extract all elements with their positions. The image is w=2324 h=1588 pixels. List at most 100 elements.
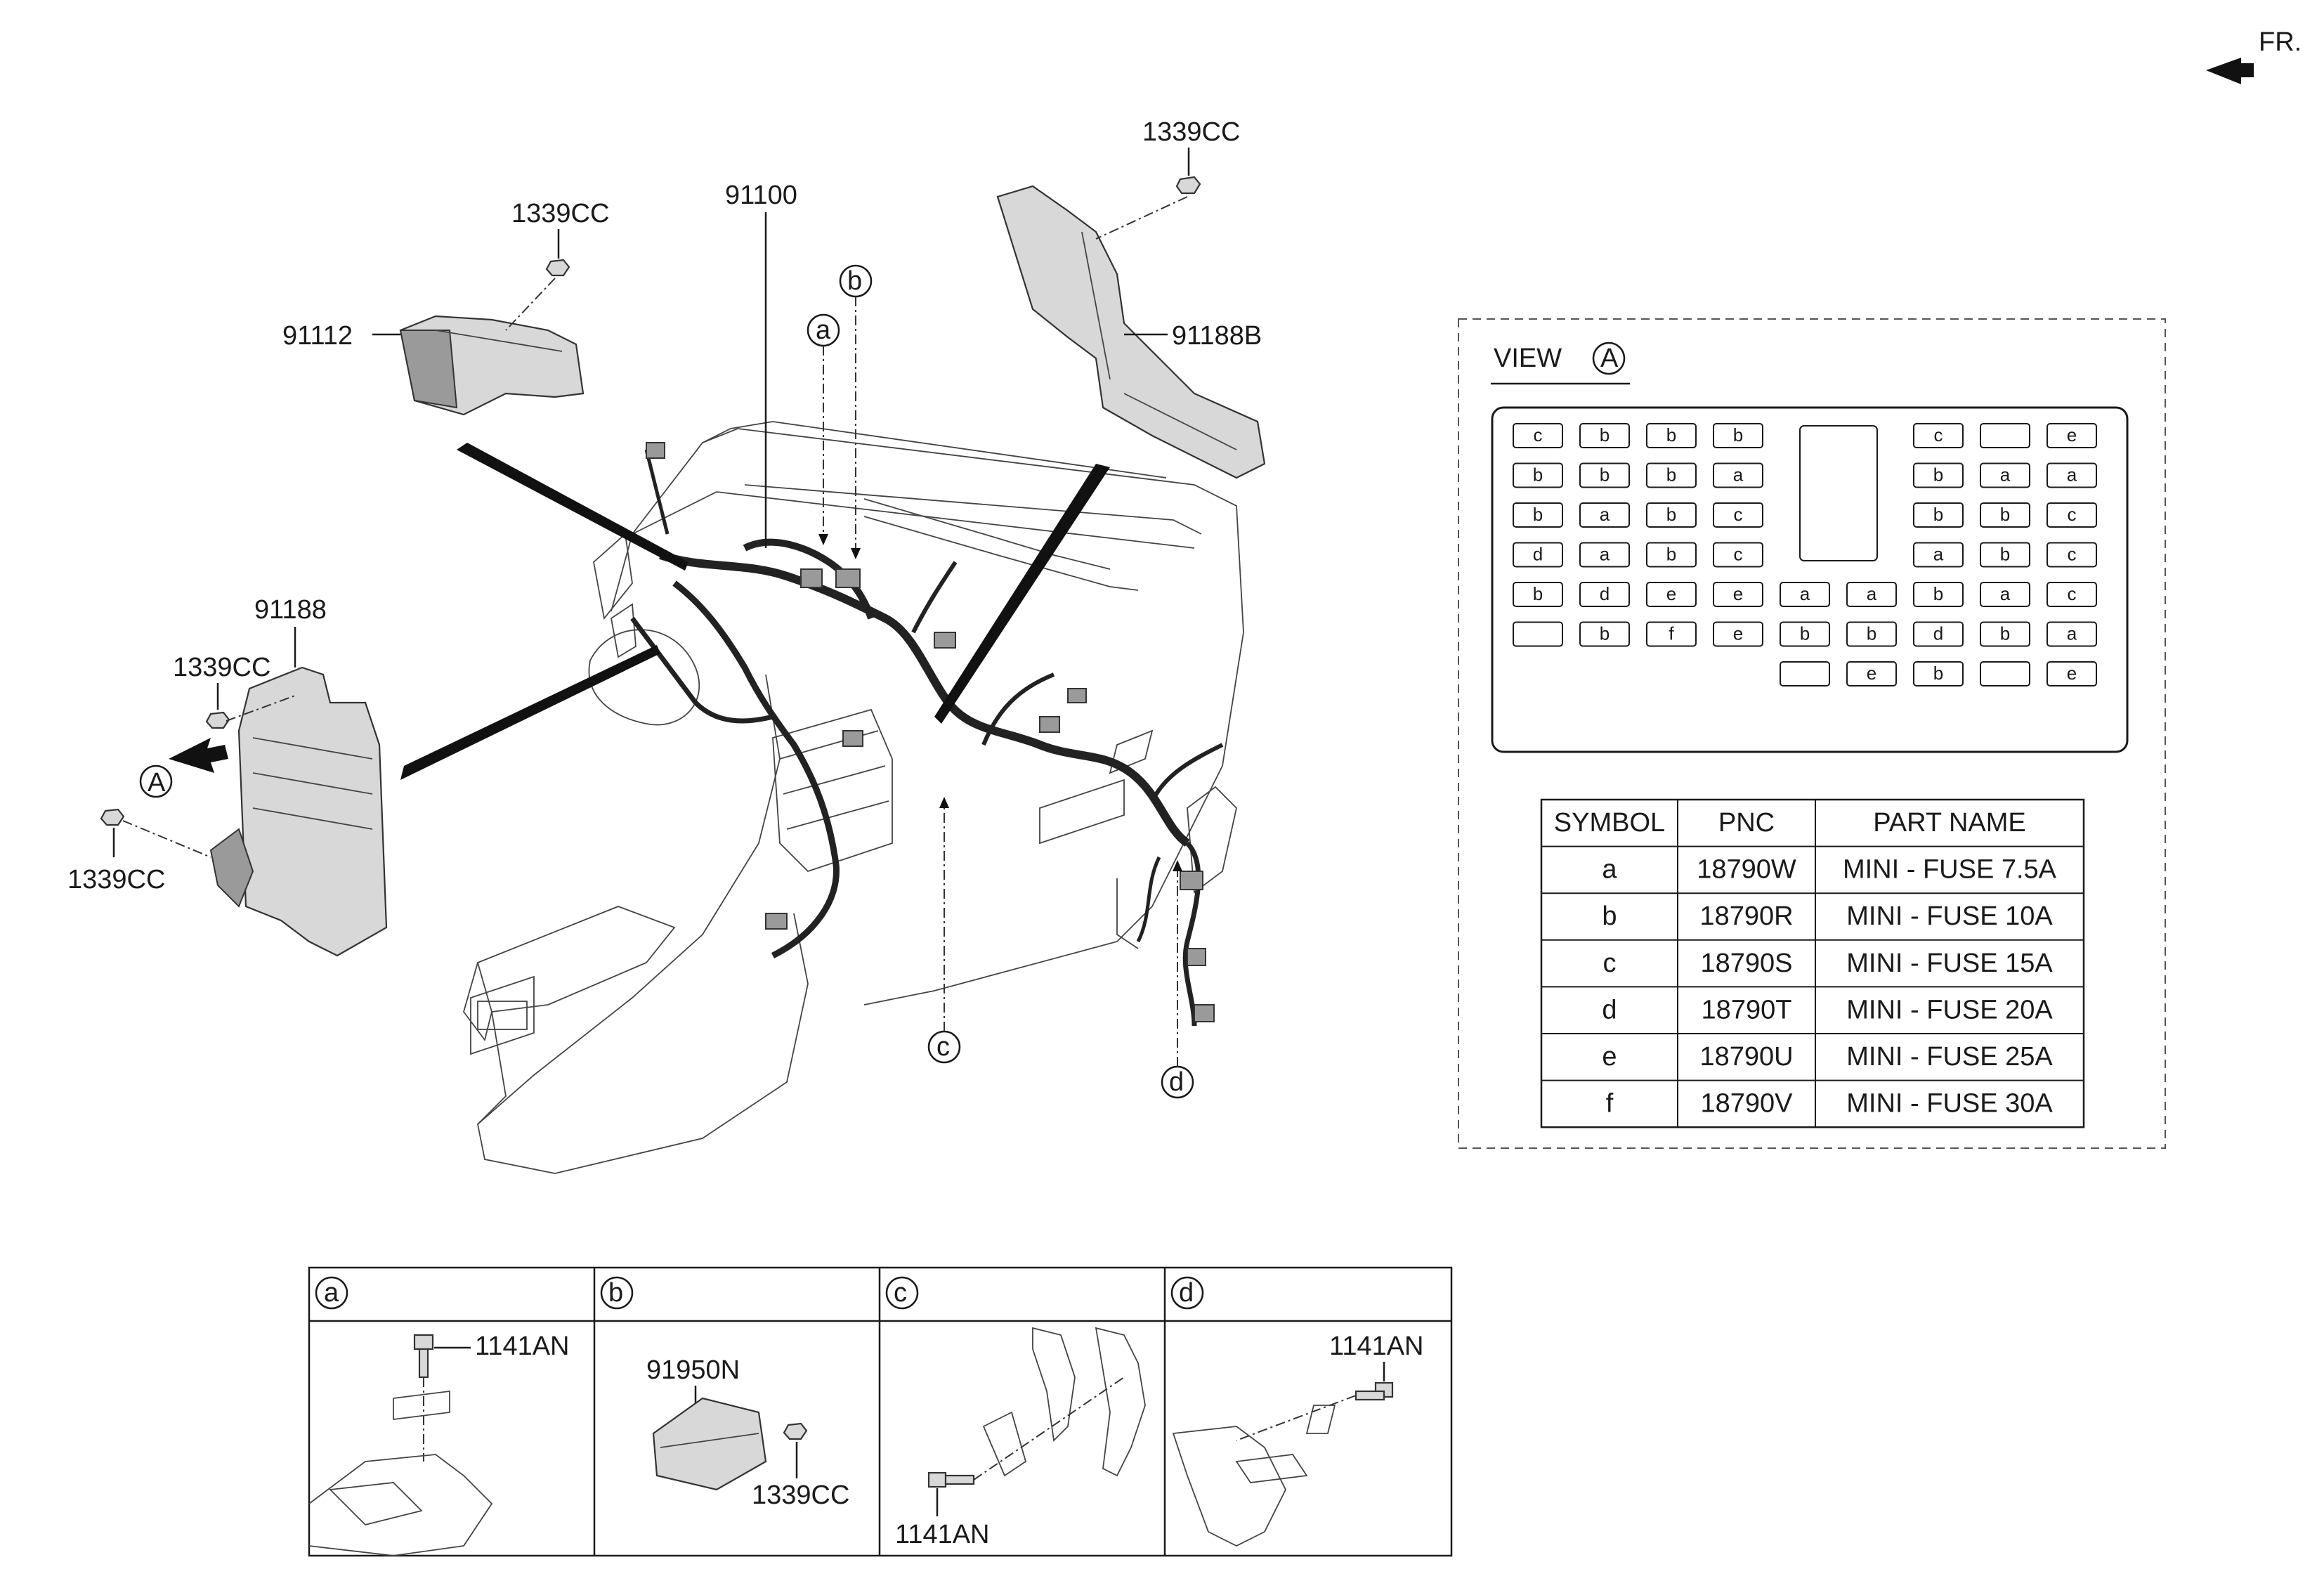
- symbol-marker-c: c: [927, 797, 961, 1064]
- table-cell: 18790R: [1699, 902, 1793, 931]
- fuse-slot: c: [1513, 423, 1563, 448]
- fuse-slot: a: [1579, 502, 1630, 528]
- detail-symbol-c: c: [894, 1278, 907, 1308]
- fuse-slot: a: [1579, 542, 1630, 568]
- callout-91100: 91100: [725, 181, 797, 210]
- symbol-marker-a: a: [807, 313, 840, 545]
- fuse-slot-symbol: b: [1533, 464, 1543, 486]
- fuse-slot-symbol: b: [1933, 504, 1943, 525]
- fuse-slot: e: [1646, 582, 1697, 607]
- detail-panel-c: c 1141AN: [885, 1276, 1146, 1549]
- fuse-slot-symbol: d: [1600, 583, 1610, 604]
- fuse-slot-symbol: b: [2000, 623, 2010, 644]
- fuse-slot-symbol: a: [1933, 544, 1944, 565]
- table-cell: MINI - FUSE 25A: [1846, 1042, 2053, 1072]
- detail-symbol-b: b: [608, 1278, 623, 1308]
- fuse-slot-symbol: d: [1533, 544, 1543, 565]
- fuse-slot-symbol: a: [1600, 504, 1610, 525]
- fuse-slot: e: [2046, 661, 2097, 686]
- fuse-slot-symbol: b: [1533, 583, 1543, 604]
- callout-1339cc-mid: 1339CC: [511, 199, 609, 228]
- table-cell: MINI - FUSE 15A: [1846, 949, 2053, 978]
- table-cell: MINI - FUSE 7.5A: [1843, 855, 2057, 885]
- table-cell: f: [1606, 1089, 1614, 1119]
- symbol-marker-d: d: [1161, 860, 1194, 1099]
- fuse-slot-symbol: b: [1666, 424, 1676, 445]
- fuse-slot: a: [1713, 462, 1763, 488]
- view-a-title: VIEW: [1494, 344, 1562, 373]
- part-91188b: 91188B: [996, 185, 1266, 479]
- callout-1339cc-left-lower: 1339CC: [67, 865, 165, 894]
- fuse-slot-symbol: b: [1933, 663, 1943, 684]
- fuse-box-outline: [1491, 406, 2129, 753]
- callout-91188: 91188: [254, 595, 327, 625]
- fuse-slot: d: [1513, 542, 1563, 568]
- fuse-slot: [1980, 661, 2030, 686]
- fuse-slot: a: [1980, 582, 2030, 607]
- view-a-title-marker: A: [1600, 344, 1619, 373]
- table-cell: d: [1602, 995, 1617, 1024]
- fuse-slot: [1513, 621, 1563, 647]
- fuse-slot: b: [1980, 621, 2030, 647]
- fuse-slot-symbol: a: [1600, 544, 1610, 565]
- fuse-slot-symbol: b: [2000, 544, 2010, 565]
- fuse-slot-symbol: c: [2068, 583, 2077, 604]
- fuse-slot-symbol: e: [1867, 663, 1876, 684]
- table-cell: b: [1602, 902, 1617, 931]
- fuse-slot: c: [1713, 542, 1763, 568]
- fuse-slot: c: [1913, 423, 1964, 448]
- view-a-arrow: A: [139, 738, 228, 798]
- fuse-slot-symbol: b: [1733, 424, 1743, 445]
- callout-91188b: 91188B: [1172, 321, 1262, 351]
- fuse-slot: a: [1913, 542, 1964, 568]
- part-91112: 91112: [282, 315, 585, 416]
- fuse-slot: e: [1846, 661, 1897, 686]
- fuse-slot: b: [1913, 582, 1964, 607]
- fuse-slot-symbol: a: [2000, 583, 2011, 604]
- fuse-slot-symbol: a: [1800, 583, 1810, 604]
- fuse-slot-symbol: c: [2068, 544, 2077, 565]
- fuse-slot-symbol: e: [2067, 424, 2077, 445]
- fuse-slot: b: [1513, 462, 1563, 488]
- table-cell: MINI - FUSE 10A: [1846, 902, 2053, 931]
- table-cell: 18790T: [1702, 995, 1792, 1024]
- fuse-slot-symbol: a: [2067, 623, 2077, 644]
- table-cell: MINI - FUSE 20A: [1846, 995, 2053, 1024]
- table-cell: c: [1603, 949, 1617, 978]
- fuse-slot-symbol: b: [1933, 583, 1943, 604]
- table-header-cell: PNC: [1718, 808, 1775, 838]
- fuse-slot: a: [1846, 582, 1897, 607]
- fuse-slot-symbol: f: [1669, 623, 1674, 644]
- fuse-slot: b: [1646, 423, 1697, 448]
- fuse-slot-symbol: b: [1666, 544, 1676, 565]
- detail-b-part-1339cc: 1339CC: [752, 1480, 849, 1510]
- fuse-slot: [1780, 661, 1830, 686]
- fuse-slot: e: [1713, 621, 1763, 647]
- harness-callout: 91100: [725, 181, 797, 548]
- fuse-slot-symbol: d: [1933, 623, 1943, 644]
- fuse-slot-symbol: a: [2000, 464, 2011, 486]
- fuse-slot: b: [1913, 502, 1964, 528]
- fuse-slot-symbol: b: [1666, 504, 1676, 525]
- svg-text:d: d: [1169, 1067, 1184, 1097]
- table-cell: a: [1602, 855, 1617, 885]
- fuse-slot: b: [1646, 502, 1697, 528]
- fuse-slot-symbol: c: [1934, 424, 1943, 445]
- fuse-slot: b: [1980, 542, 2030, 568]
- table-cell: 18790V: [1700, 1089, 1793, 1119]
- fuse-slot-symbol: c: [1734, 544, 1743, 565]
- fuse-slot: a: [1780, 582, 1830, 607]
- detail-d-part-1141an: 1141AN: [1329, 1332, 1424, 1361]
- fuse-slot-symbol: b: [1600, 464, 1610, 486]
- fuse-slot: e: [1713, 582, 1763, 607]
- fuse-box-relay: [1799, 425, 1878, 561]
- front-arrow-icon: [2206, 58, 2254, 84]
- fuse-slot-symbol: b: [1867, 623, 1876, 644]
- fuse-slot: [1980, 423, 2030, 448]
- fuse-slot: f: [1646, 621, 1697, 647]
- fuse-slot: b: [1579, 423, 1630, 448]
- fuse-slot: b: [1579, 621, 1630, 647]
- table-cell: 18790S: [1700, 949, 1792, 978]
- fuse-slot: b: [1846, 621, 1897, 647]
